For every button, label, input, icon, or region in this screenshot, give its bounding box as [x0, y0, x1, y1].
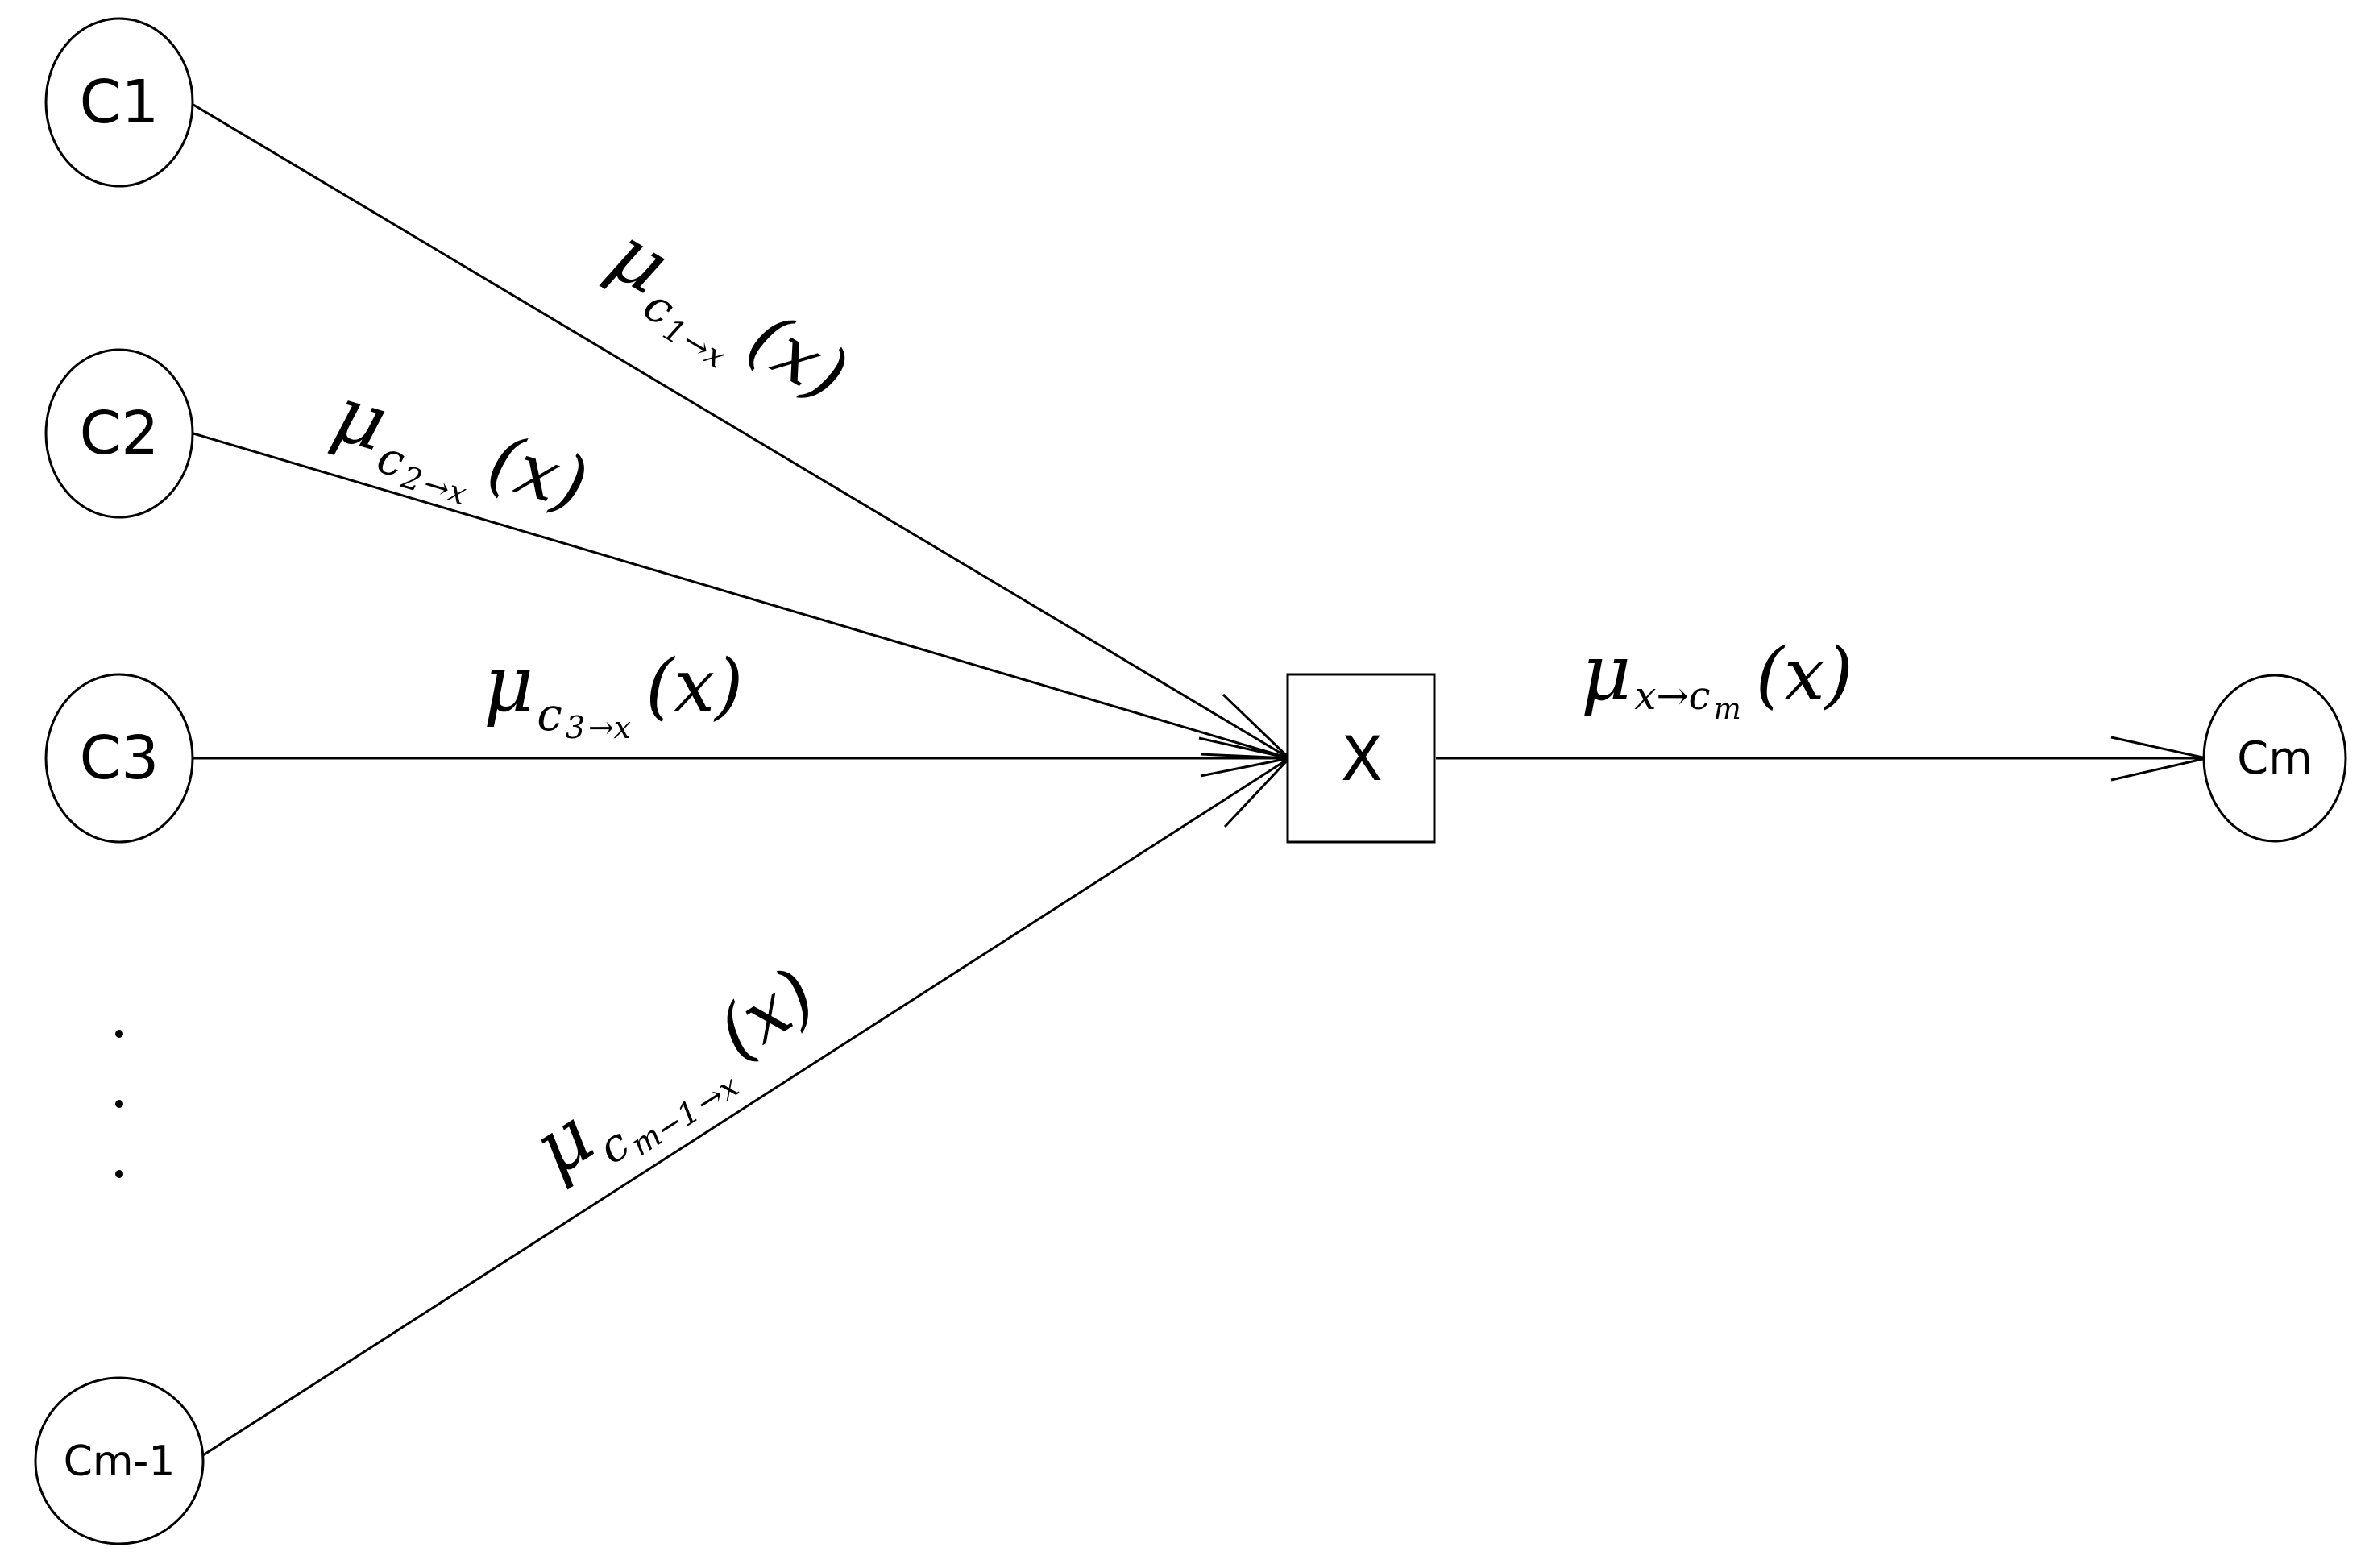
factor-node-x: X — [1286, 673, 1436, 844]
ellipsis — [115, 1030, 123, 1178]
message-c3-arg: (x) — [645, 644, 743, 728]
message-out-index: m — [1714, 693, 1741, 726]
message-c2-arrow: →x — [419, 466, 471, 512]
svg-text:μ c 1 →x: μ c 1 →x (x) — [587, 209, 864, 433]
message-cm1-arg: (x) — [703, 952, 831, 1076]
message-cm1-mu: μ — [517, 1090, 608, 1193]
message-out-arg: (x) — [1756, 633, 1853, 717]
node-c1: C1 — [44, 17, 194, 188]
arrowhead-c2 — [1200, 753, 1290, 760]
edge-c2-to-x — [193, 432, 1290, 760]
message-c3-index: 3 — [566, 710, 585, 745]
edge-cm1-to-x — [202, 757, 1290, 1457]
node-c1-label: C1 — [80, 68, 160, 137]
message-c1-label: μ c 1 →x (x) — [587, 209, 864, 433]
edge-c1-to-x — [193, 103, 1290, 760]
node-c2: C2 — [44, 348, 194, 519]
message-c2-arg: (x) — [479, 419, 597, 528]
message-out-mu: μ — [1581, 628, 1631, 718]
message-cm1-index: m−1 — [624, 1093, 706, 1163]
arrowhead-c1 — [1198, 693, 1291, 760]
message-out-label: μ x→c m (x) — [1581, 628, 1853, 726]
node-cm-label: Cm — [2237, 732, 2313, 785]
svg-text:μ c 3 →x: μ c 3 →x (x) — [483, 639, 743, 745]
node-cm1: Cm-1 — [34, 1376, 205, 1545]
message-c3-arrow: →x — [588, 710, 631, 745]
arrowhead-cm1 — [1223, 757, 1291, 828]
message-c3-sub: c — [537, 689, 562, 741]
svg-text:μ x→c m (x): μ x→c m (x) — [1581, 628, 1853, 726]
message-c3-mu: μ — [483, 639, 533, 729]
node-c3: C3 — [44, 673, 194, 844]
node-c2-label: C2 — [80, 399, 160, 468]
arrowhead-c3 — [1200, 757, 1290, 778]
message-out-sub: x→c — [1634, 674, 1710, 719]
message-c3-label: μ c 3 →x (x) — [483, 639, 743, 745]
message-c1-arg: (x) — [735, 296, 862, 418]
node-c3-label: C3 — [80, 724, 160, 793]
node-cm1-label: Cm-1 — [64, 1437, 176, 1486]
arrowhead-cm — [2110, 736, 2207, 782]
node-cm: Cm — [2202, 674, 2347, 843]
message-c2-label: μ c 2 →x (x) — [319, 368, 598, 544]
factor-node-x-label: X — [1341, 723, 1383, 794]
svg-text:μ c 2 →x: μ c 2 →x (x) — [319, 368, 598, 544]
